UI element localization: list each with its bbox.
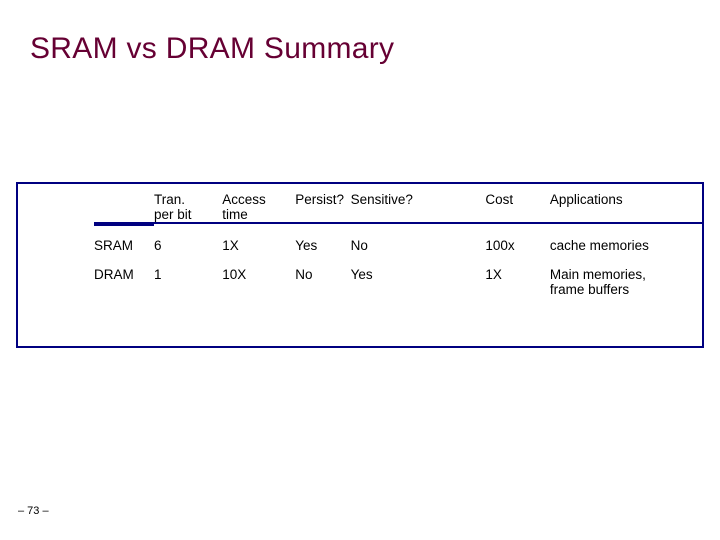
page-title: SRAM vs DRAM Summary bbox=[30, 32, 395, 65]
table-header-row: Tran. per bit Access time Persist? Sensi… bbox=[94, 192, 702, 222]
cell-sensitive: Yes bbox=[350, 267, 373, 282]
cell-row-label: DRAM bbox=[94, 267, 134, 282]
slide-number: – 73 – bbox=[18, 505, 49, 517]
cell-tran-per-bit: 1 bbox=[153, 267, 162, 282]
cell-tran-per-bit: 6 bbox=[153, 238, 162, 253]
cell-persist: Yes bbox=[295, 238, 318, 253]
column-header-transistors-per-bit: Tran. per bit bbox=[153, 192, 192, 222]
cell-applications: cache memories bbox=[549, 238, 649, 253]
summary-table: Tran. per bit Access time Persist? Sensi… bbox=[94, 192, 702, 297]
cell-access-time: 1X bbox=[222, 238, 239, 253]
cell-persist: No bbox=[295, 267, 313, 282]
column-header-cost: Cost bbox=[485, 192, 514, 207]
applications-line-1: Main memories, bbox=[549, 267, 646, 282]
column-header-applications: Applications bbox=[549, 192, 623, 207]
applications-line-2: frame buffers bbox=[549, 282, 630, 297]
column-header-access-time: Access time bbox=[222, 192, 266, 222]
header-rule-thick bbox=[94, 222, 154, 226]
summary-table-container: Tran. per bit Access time Persist? Sensi… bbox=[16, 182, 704, 348]
column-header-persist: Persist? bbox=[295, 192, 345, 207]
cell-applications: Main memories, frame buffers bbox=[550, 253, 702, 297]
table-row: DRAM 1 10X No Yes 1X Main memories, fram… bbox=[94, 253, 702, 297]
header-rule-thin bbox=[153, 222, 702, 226]
header-rule-row bbox=[94, 222, 702, 226]
cell-row-label: SRAM bbox=[94, 238, 134, 253]
cell-cost: 100x bbox=[485, 238, 515, 253]
cell-sensitive: No bbox=[350, 238, 368, 253]
column-header-sensitive: Sensitive? bbox=[350, 192, 413, 207]
cell-cost: 1X bbox=[485, 267, 502, 282]
cell-access-time: 10X bbox=[222, 267, 247, 282]
table-body: SRAM 6 1X Yes No 100x cache memories DRA… bbox=[94, 226, 702, 297]
table-header: Tran. per bit Access time Persist? Sensi… bbox=[94, 192, 702, 226]
table-row: SRAM 6 1X Yes No 100x cache memories bbox=[94, 226, 702, 253]
column-header-blank bbox=[94, 192, 154, 222]
